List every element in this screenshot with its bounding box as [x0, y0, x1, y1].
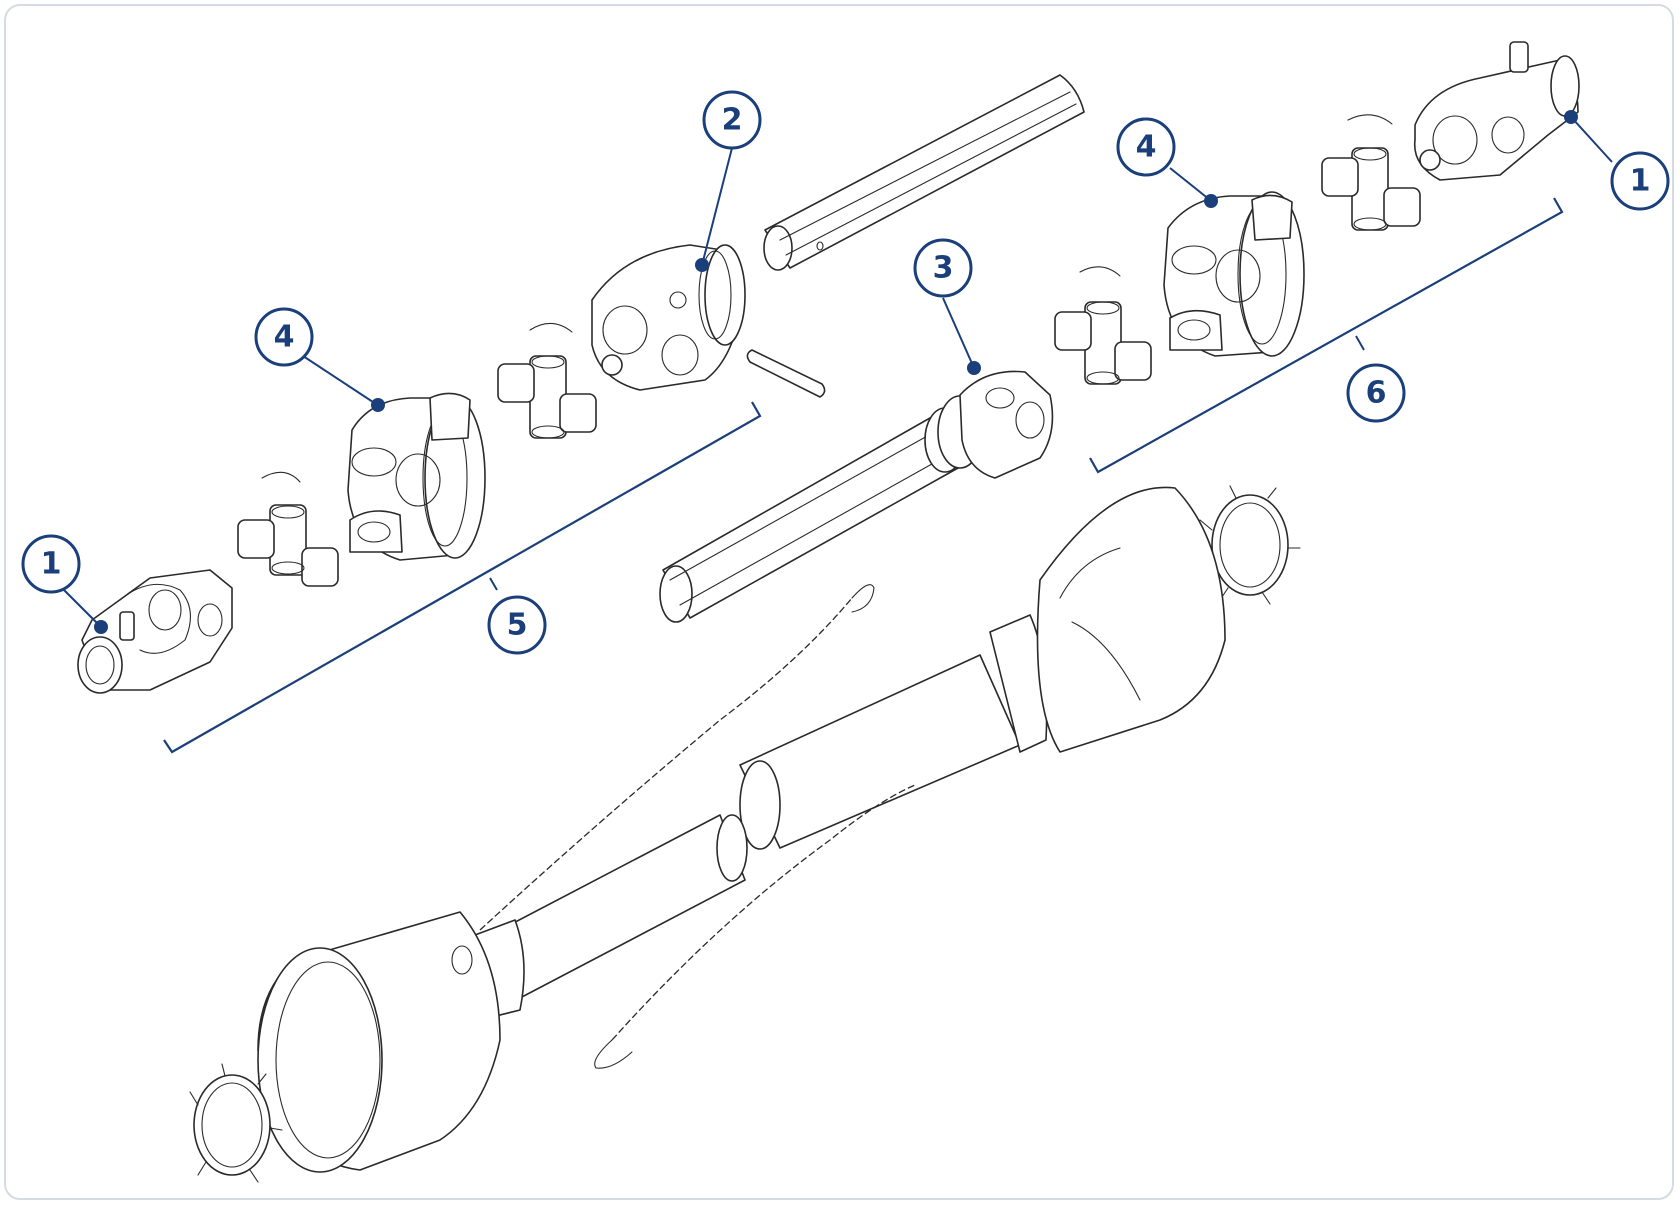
callout-1-left: 1 — [21, 534, 81, 594]
guard-lower — [257, 814, 748, 1173]
svg-text:1: 1 — [1630, 164, 1651, 199]
leader-4-left — [299, 353, 377, 405]
flange-yoke-right — [1163, 191, 1305, 357]
cross-journal-middle — [497, 322, 597, 439]
group-bracket-5-tick — [489, 577, 498, 591]
callout-2: 2 — [702, 90, 762, 150]
guard-upper — [739, 486, 1226, 850]
cross-journal-left — [237, 471, 339, 587]
leader-dot-4-right — [1204, 194, 1218, 208]
svg-text:6: 6 — [1366, 376, 1387, 411]
inner-yoke-outer-tube — [591, 244, 746, 391]
leader-dot-1-right — [1564, 110, 1578, 124]
cross-journal-right — [1054, 266, 1152, 385]
svg-text:4: 4 — [1136, 130, 1157, 165]
flange-yoke-left — [347, 392, 486, 561]
leader-dot-2 — [695, 258, 709, 272]
cross-journal-far-right — [1321, 114, 1421, 231]
yoke-left — [77, 569, 233, 694]
callout-6: 6 — [1346, 363, 1406, 423]
leader-dot-1-left — [94, 620, 108, 634]
outer-profile-tube — [763, 74, 1085, 271]
leader-3 — [942, 297, 975, 369]
yoke-right — [1413, 41, 1580, 181]
callout-3: 3 — [913, 238, 973, 298]
callout-4-right: 4 — [1116, 117, 1176, 177]
svg-text:3: 3 — [933, 251, 954, 286]
leader-1-left — [61, 587, 101, 627]
callout-5: 5 — [487, 595, 547, 655]
bearing-ring-right — [1199, 485, 1301, 605]
safety-chain-upper — [479, 584, 875, 931]
leader-1-right — [1571, 117, 1613, 163]
group-bracket-5 — [163, 401, 762, 754]
svg-text:2: 2 — [722, 103, 743, 138]
svg-text:4: 4 — [274, 320, 295, 355]
group-bracket-6 — [1089, 197, 1564, 474]
svg-text:1: 1 — [41, 547, 62, 582]
callout-1-right: 1 — [1610, 151, 1670, 211]
svg-text:5: 5 — [507, 608, 528, 643]
safety-chain-lower — [594, 784, 916, 1069]
leader-dot-4-left — [371, 398, 385, 412]
leader-dot-3 — [967, 361, 981, 375]
inner-tube-with-yoke — [659, 370, 1054, 623]
bearing-ring-left — [189, 1063, 283, 1183]
leader-2 — [701, 147, 733, 266]
leader-4-right — [1169, 167, 1211, 201]
spring-pin — [746, 349, 826, 398]
group-bracket-6-tick — [1355, 335, 1365, 351]
callout-4-left: 4 — [254, 307, 314, 367]
